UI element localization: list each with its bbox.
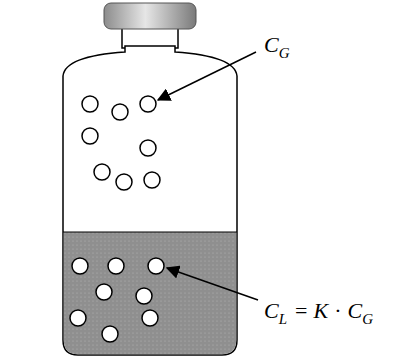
subscript: L: [279, 311, 287, 327]
subscript: G: [279, 45, 290, 61]
subscript: G: [362, 311, 373, 327]
liquid-concentration-label: CL=K·CG: [264, 300, 375, 322]
concentration-symbol: C: [264, 32, 279, 57]
gas-molecules: [82, 96, 160, 190]
liquid-molecules: [70, 258, 164, 342]
constant-symbol: K: [313, 298, 328, 323]
gas-concentration-label: CG: [264, 34, 292, 56]
vial-body: [63, 46, 237, 355]
multiply-dot: ·: [334, 298, 341, 323]
concentration-symbol: C: [264, 298, 279, 323]
concentration-symbol: C: [347, 298, 362, 323]
equals-sign: =: [295, 298, 307, 323]
leader-arrow: [167, 268, 258, 300]
liquid: [64, 232, 236, 354]
vial-cap: [104, 3, 196, 29]
leader-arrow: [158, 52, 256, 100]
